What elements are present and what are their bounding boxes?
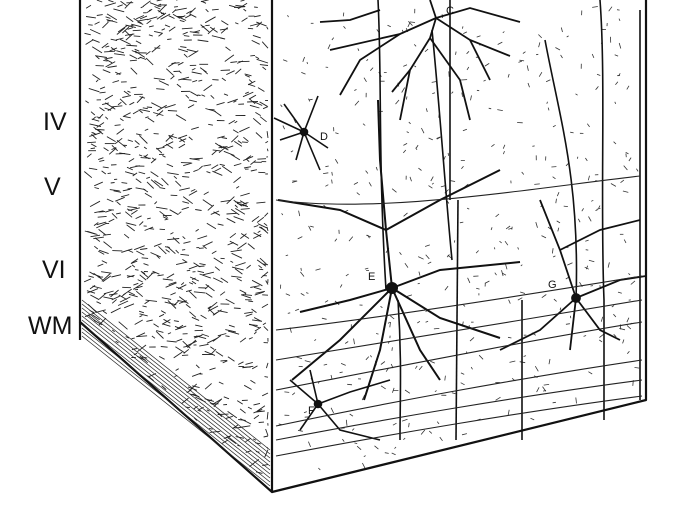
cell-label-c: C bbox=[446, 5, 454, 17]
neuron-e bbox=[278, 100, 520, 400]
neuron-f bbox=[290, 370, 390, 440]
radial-fibers bbox=[378, 0, 640, 440]
neuron-c bbox=[320, 0, 520, 120]
layer-label-wm: WM bbox=[28, 314, 72, 339]
layer-label-iv: IV bbox=[43, 110, 67, 135]
cell-labels: C D E G F bbox=[308, 5, 557, 417]
cell-label-d: D bbox=[320, 131, 328, 143]
layer-label-v: V bbox=[44, 175, 61, 200]
layer-label-vi: VI bbox=[42, 258, 66, 283]
left-face-texture bbox=[82, 0, 270, 486]
cell-label-g: G bbox=[548, 279, 557, 291]
block-outline bbox=[80, 0, 646, 492]
cell-label-f: F bbox=[308, 405, 315, 417]
cell-label-e: E bbox=[368, 271, 375, 283]
